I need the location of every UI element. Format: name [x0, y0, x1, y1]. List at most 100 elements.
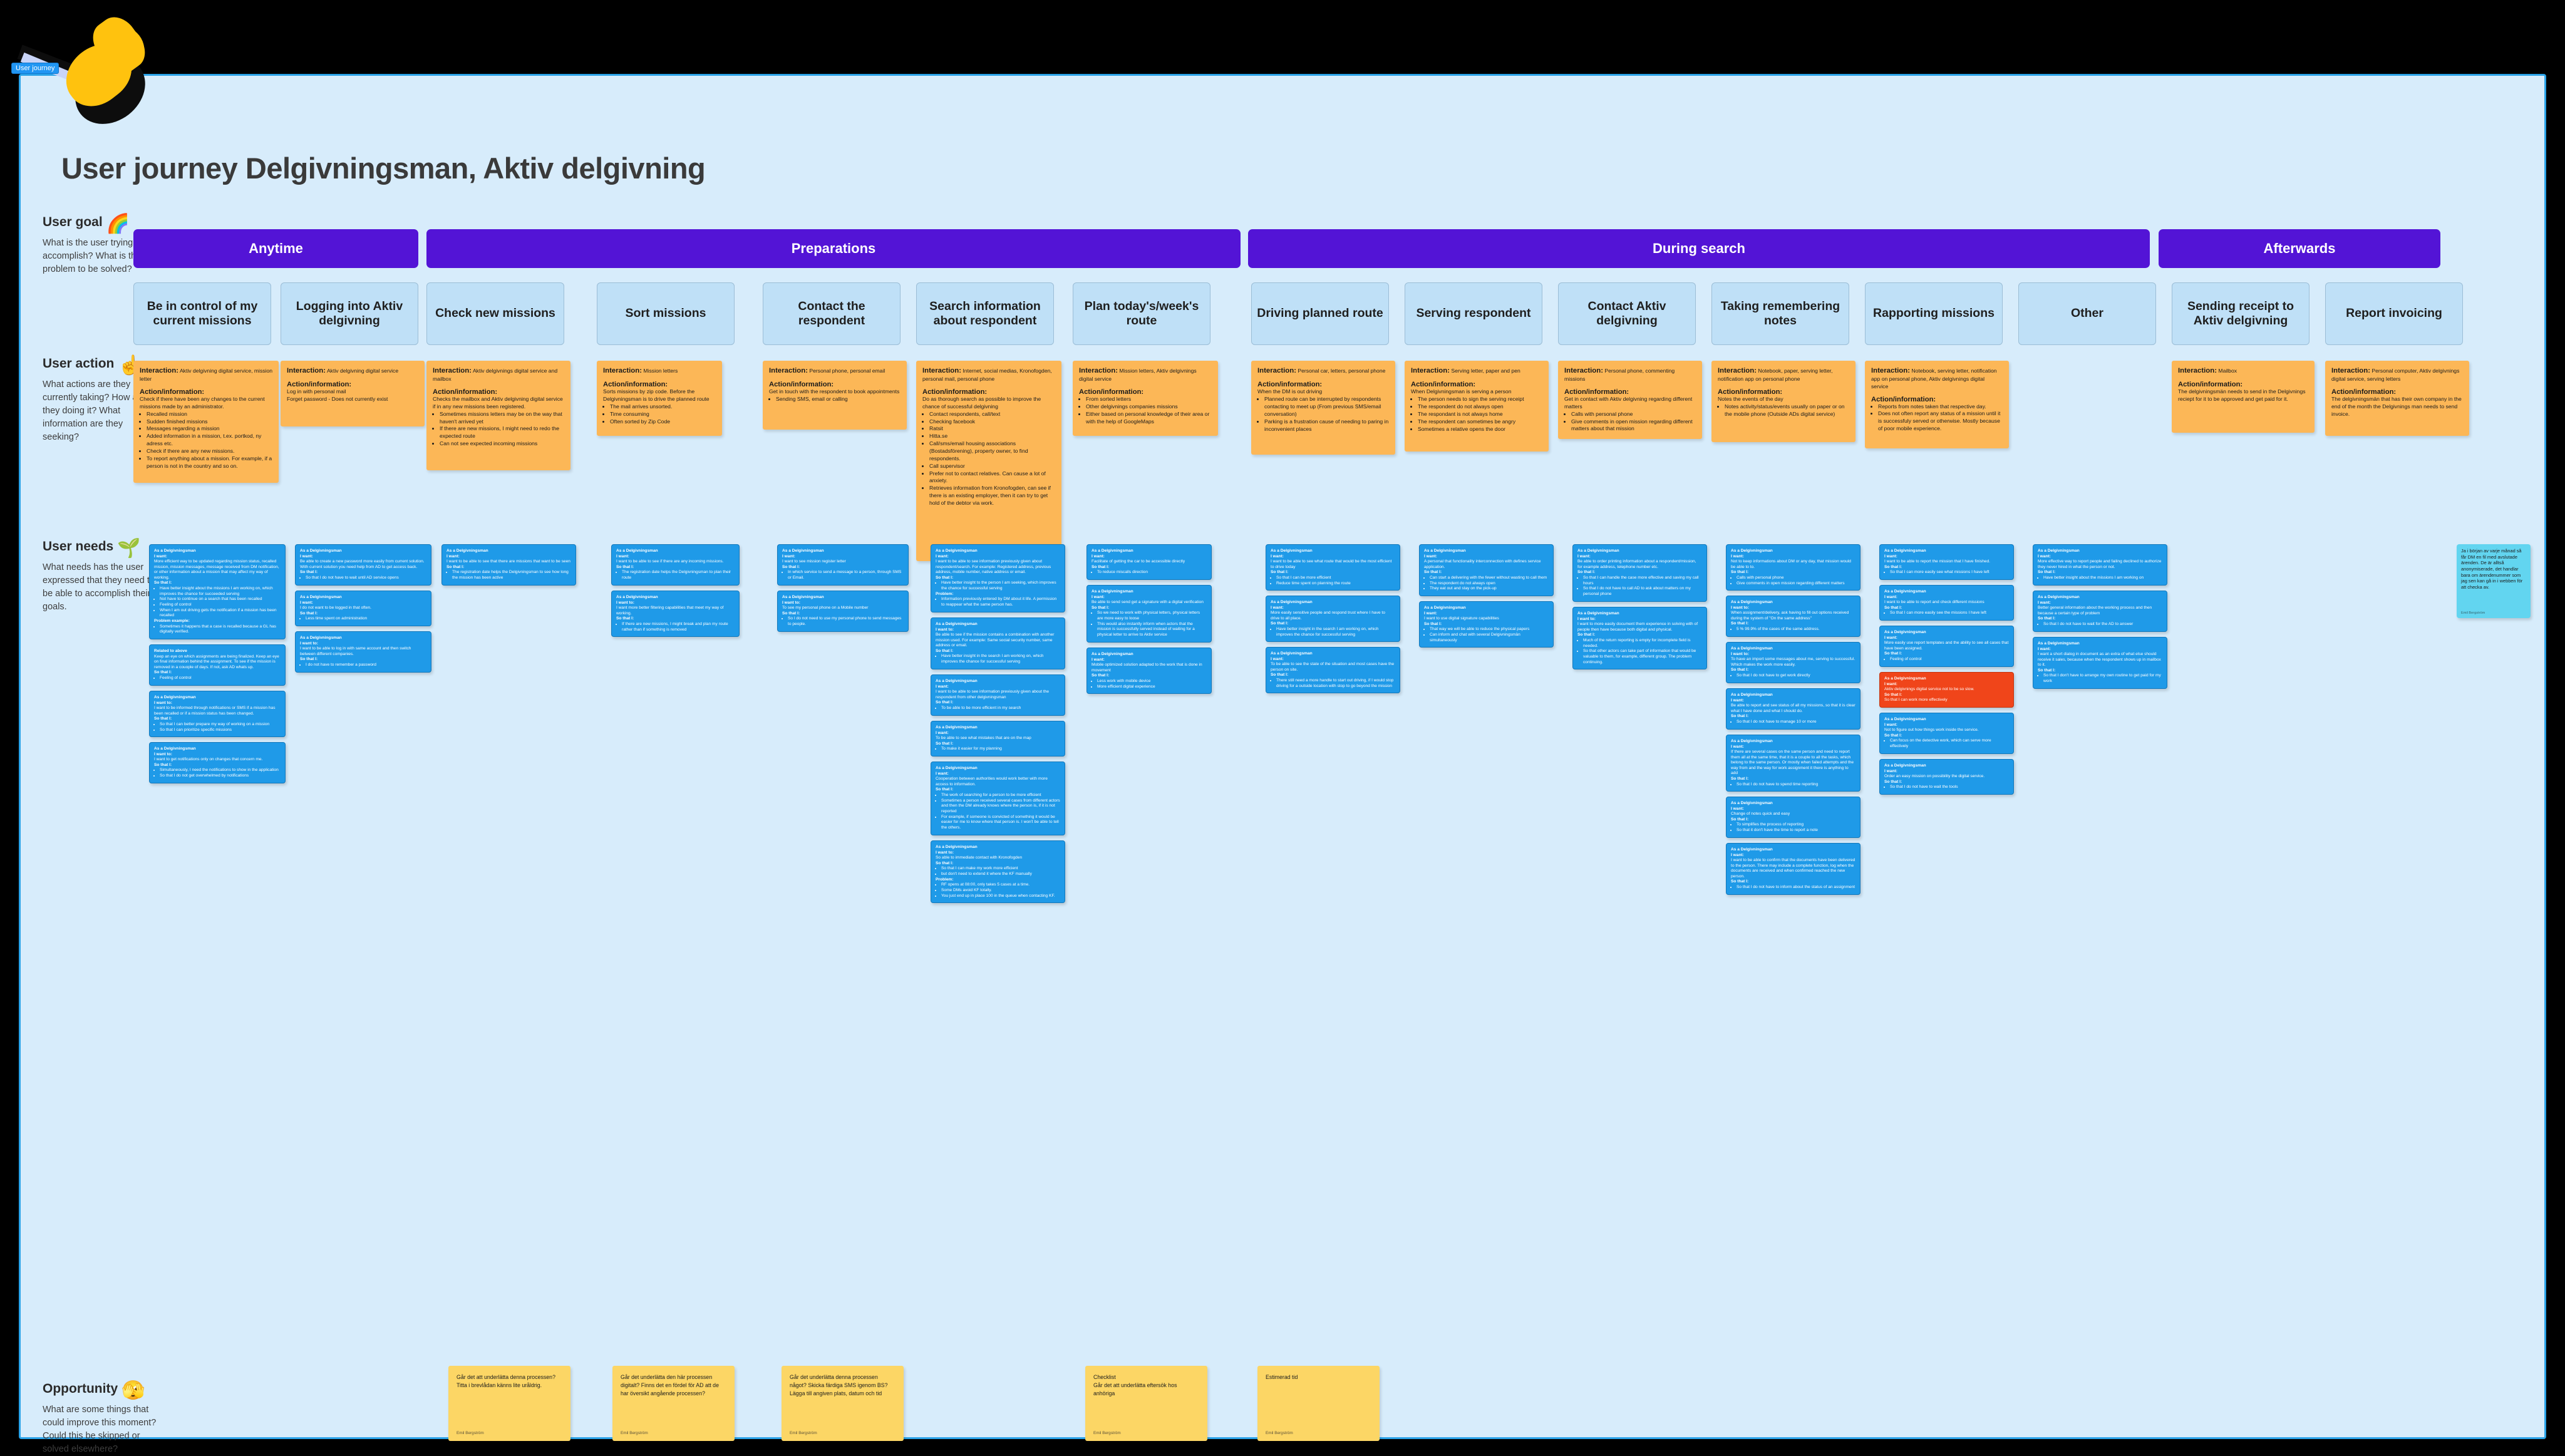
action-interaction: Interaction: Personal phone, commenting …: [1564, 367, 1675, 383]
stage-search-information[interactable]: Search information about respondent: [916, 282, 1054, 345]
opportunity-card-2[interactable]: Går det underlätta denna processen något…: [782, 1366, 904, 1441]
stage-logging-in[interactable]: Logging into Aktiv delgivning: [281, 282, 418, 345]
board-tag-label[interactable]: User journey: [11, 63, 59, 74]
stage-other[interactable]: Other: [2018, 282, 2156, 345]
note-sothat-list: Have better insight to the person I am s…: [941, 581, 1060, 591]
note-sothat-list: So that I do not have to wait for the AD…: [2043, 622, 2162, 627]
action-card-8[interactable]: Interaction: Serving letter, paper and p…: [1405, 361, 1549, 452]
phase-banner-preparations[interactable]: Preparations: [426, 229, 1241, 268]
action-card-4[interactable]: Interaction: Personal phone, personal em…: [763, 361, 907, 430]
note-extra-label: Problem:: [936, 591, 954, 596]
stage-plan-route[interactable]: Plan today's/week's route: [1073, 282, 1210, 345]
stage-contact-aktiv[interactable]: Contact Aktiv delgivning: [1558, 282, 1696, 345]
stage-be-in-control[interactable]: Be in control of my current missions: [133, 282, 271, 345]
comment-note-teal[interactable]: Ja i början av varje månad så får DM en …: [2457, 544, 2531, 618]
stage-sort-missions[interactable]: Sort missions: [597, 282, 735, 345]
phase-banner-during-search[interactable]: During search: [1248, 229, 2150, 268]
action-card-5[interactable]: Interaction: Internet, social medias, Kr…: [916, 361, 1061, 561]
action-info-label: Action/information:: [433, 388, 498, 396]
stage-contact-respondent[interactable]: Contact the respondent: [763, 282, 901, 345]
stage-report-invoicing[interactable]: Report invoicing: [2325, 282, 2463, 345]
note-want-label: I want:: [2038, 600, 2051, 605]
action-card-11[interactable]: Interaction: Notebook, serving letter, n…: [1865, 361, 2009, 448]
stage-taking-notes[interactable]: Taking remembering notes: [1711, 282, 1849, 345]
note-sothat-label: So that I:: [2038, 570, 2056, 575]
note-sothat-label: So that I:: [936, 648, 954, 653]
stage-sending-receipt[interactable]: Sending receipt to Aktiv delgivning: [2172, 282, 2310, 345]
action-card-13[interactable]: Interaction: Personal computer, Aktiv de…: [2325, 361, 2469, 436]
opportunity-card-0[interactable]: Går det att underlätta denna processen? …: [448, 1366, 570, 1441]
stage-serving-respondent[interactable]: Serving respondent: [1405, 282, 1542, 345]
sidebar-label-opportunity: Opportunity: [43, 1381, 118, 1396]
stage-rapporting-missions[interactable]: Rapporting missions: [1865, 282, 2003, 345]
opportunity-card-1[interactable]: Går det underlätta den här processen dig…: [612, 1366, 735, 1441]
action-info-label: Action/information:: [1564, 388, 1629, 396]
action-info-label: Action/information:: [1079, 388, 1144, 396]
stage-driving-route[interactable]: Driving planned route: [1251, 282, 1389, 345]
comment-note-author: Emil Bergström: [2461, 611, 2485, 615]
note-want-label: I want:: [1424, 554, 1437, 559]
action-card-7[interactable]: Interaction: Personal car, letters, pers…: [1251, 361, 1395, 455]
note-sothat-label: So that I:: [782, 564, 800, 569]
phase-banner-afterwards[interactable]: Afterwards: [2159, 229, 2440, 268]
action-card-10[interactable]: Interaction: Notebook, paper, serving le…: [1711, 361, 1855, 442]
note-want-label: I want:: [1731, 852, 1744, 857]
action-card-9[interactable]: Interaction: Personal phone, commenting …: [1558, 361, 1702, 439]
stage-check-new-missions[interactable]: Check new missions: [426, 282, 564, 345]
action-card-6[interactable]: Interaction: Mission letters, Aktiv delg…: [1073, 361, 1218, 436]
action-card-2[interactable]: Interaction: Aktiv delgivnings digital s…: [426, 361, 570, 470]
note-persona: As a Delgivningsman: [446, 549, 488, 553]
phase-banner-anytime[interactable]: Anytime: [133, 229, 418, 268]
action-card-0[interactable]: Interaction: Aktiv delgivning digital se…: [133, 361, 279, 483]
action-card-1[interactable]: Interaction: Aktiv delgivning digital se…: [281, 361, 425, 426]
